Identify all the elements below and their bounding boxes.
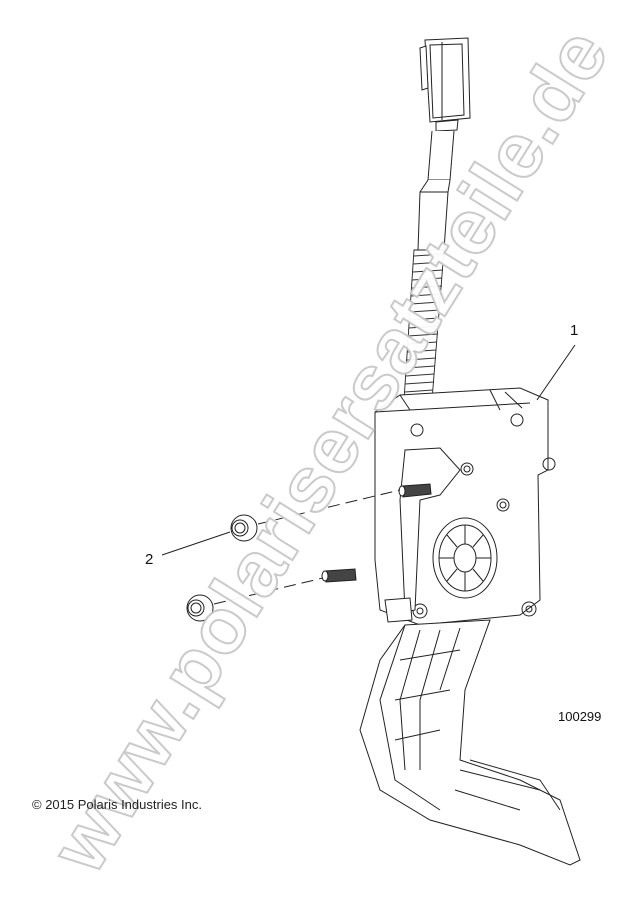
placement-line [213, 577, 324, 605]
callout-2: 2 [145, 551, 154, 568]
spring-icon [403, 249, 445, 401]
stud-icon [321, 483, 432, 583]
copyright-notice: © 2015 Polaris Industries Inc. [32, 797, 202, 812]
leader-line-1 [536, 344, 576, 401]
drawing-number: 100299 [558, 709, 602, 724]
flange-nut-icon [186, 514, 258, 622]
pedal-housing [374, 387, 556, 626]
connector-icon [419, 37, 471, 132]
placement-line [257, 489, 401, 525]
pedal-arm [359, 619, 581, 866]
callout-1: 1 [570, 322, 579, 339]
leader-line-2 [161, 531, 231, 556]
